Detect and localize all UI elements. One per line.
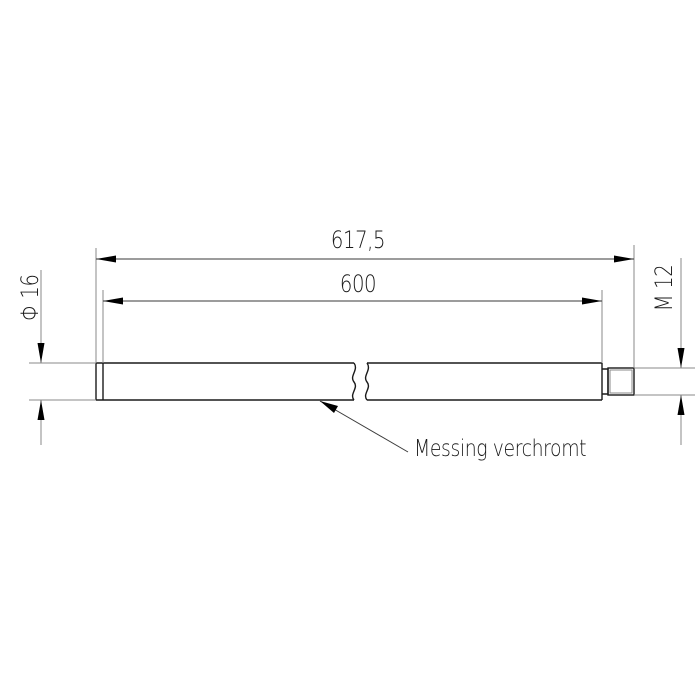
dimension-body-length <box>103 297 602 305</box>
thread-label: M 12 <box>650 264 678 312</box>
extension-lines <box>29 245 695 401</box>
material-leader <box>319 400 409 453</box>
break-lines <box>351 362 370 401</box>
rod-body <box>95 362 603 401</box>
dimension-overall-length <box>96 255 634 263</box>
diameter-label: Φ 16 <box>16 274 44 321</box>
material-annotation: Messing verchromt <box>414 436 587 462</box>
body-length-label: 600 <box>339 270 377 298</box>
overall-length-label: 617,5 <box>330 226 386 254</box>
dimension-diameter <box>37 270 45 445</box>
dimension-thread <box>677 258 685 445</box>
threaded-end <box>602 367 635 396</box>
